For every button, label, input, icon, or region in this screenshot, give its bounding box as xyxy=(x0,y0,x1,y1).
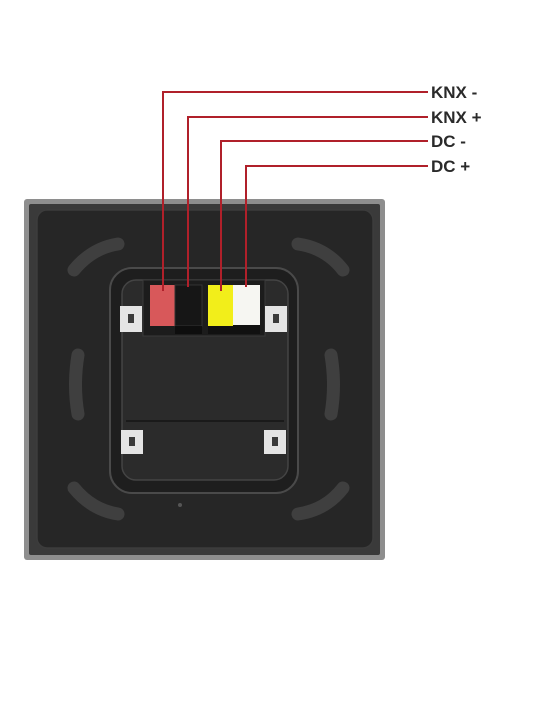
leader-lines xyxy=(162,91,428,291)
terminal-dc-plus-base xyxy=(233,325,260,334)
slot-left xyxy=(69,348,85,421)
slot-top-left xyxy=(67,237,125,277)
slot-right xyxy=(324,348,340,421)
terminal-knx-minus xyxy=(150,285,175,326)
leader-line-dc-plus xyxy=(245,165,428,287)
terminal-labels: KNX - KNX + DC - DC + xyxy=(431,83,482,176)
screw-tab-top-left xyxy=(120,306,142,332)
indicator-dot xyxy=(178,503,182,507)
label-dc-plus: DC + xyxy=(431,157,470,176)
device-body-border xyxy=(36,209,374,549)
terminal-dc-plus xyxy=(233,285,260,325)
slot-top-right xyxy=(291,237,350,277)
leader-line-knx-plus xyxy=(187,116,428,287)
screw-tab-bottom-left xyxy=(121,430,143,454)
terminal-dc-minus xyxy=(208,285,233,326)
slot-bottom-right xyxy=(291,481,350,521)
terminal-knx-plus xyxy=(174,284,203,327)
screw-tab-top-right xyxy=(265,306,287,332)
slot-bottom-left xyxy=(67,481,125,521)
leader-line-dc-minus xyxy=(220,140,428,291)
screw-tab-bottom-right xyxy=(264,430,286,454)
leader-line-knx-minus xyxy=(162,91,428,291)
screw-tabs xyxy=(120,306,287,454)
label-knx-minus: KNX - xyxy=(431,83,477,102)
label-dc-minus: DC - xyxy=(431,132,466,151)
terminal-dc-minus-base xyxy=(208,326,233,334)
light-guide-slots xyxy=(67,237,350,521)
terminals xyxy=(150,284,260,334)
terminal-knx-plus-base xyxy=(175,326,202,334)
label-knx-plus: KNX + xyxy=(431,108,482,127)
device-back-view xyxy=(24,199,385,560)
